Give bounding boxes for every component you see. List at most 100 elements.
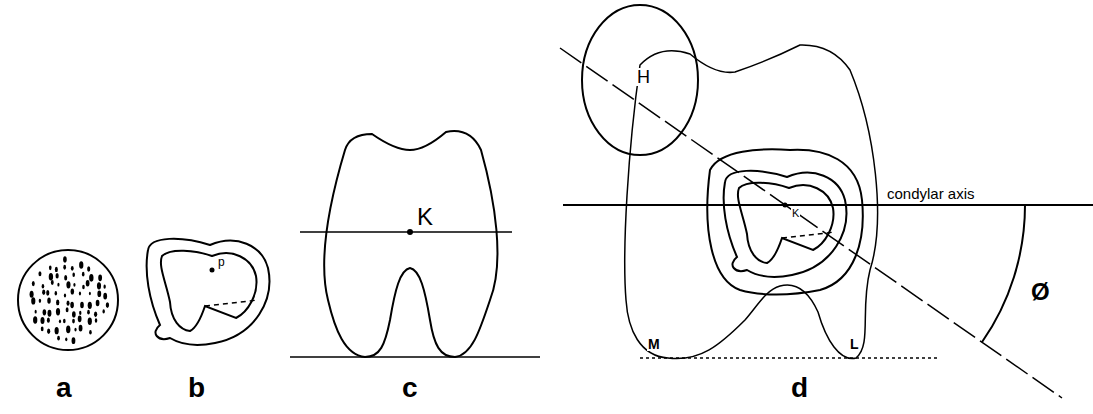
dot <box>55 291 58 295</box>
dot <box>103 293 107 300</box>
dot <box>47 318 50 323</box>
point-dot <box>783 203 788 208</box>
dot <box>47 328 50 334</box>
dot <box>67 301 70 306</box>
dot <box>57 283 59 287</box>
dot <box>106 302 109 308</box>
dot <box>56 308 60 315</box>
dot <box>79 292 81 296</box>
dot <box>79 261 83 269</box>
dot <box>66 326 70 334</box>
dot <box>32 281 35 286</box>
axis-label: condylar axis <box>886 186 976 201</box>
dot <box>33 316 37 323</box>
dot <box>64 293 66 297</box>
dot <box>42 284 45 289</box>
dot <box>80 302 84 308</box>
dot <box>79 325 83 332</box>
base-line <box>640 357 940 359</box>
femur-outline <box>625 45 878 359</box>
dot <box>41 326 44 331</box>
side-label: M <box>647 337 661 351</box>
section-circle <box>18 250 118 350</box>
point-label: H <box>636 68 651 86</box>
dot <box>72 273 75 277</box>
dot <box>49 266 52 271</box>
dot <box>82 285 85 290</box>
dot <box>87 310 90 315</box>
dot <box>89 274 93 282</box>
dot <box>79 311 81 315</box>
dot <box>98 274 102 281</box>
dot <box>31 297 35 304</box>
dot <box>66 281 70 288</box>
dot <box>96 300 100 307</box>
trabecular-dots <box>30 256 110 344</box>
dot <box>56 299 59 305</box>
dot <box>88 318 92 325</box>
dot <box>72 311 76 317</box>
axis-line <box>563 204 1093 206</box>
axis-line <box>300 231 512 233</box>
panel-letter: d <box>790 374 809 402</box>
dot <box>63 256 67 262</box>
dot <box>102 309 104 313</box>
dot <box>63 265 66 270</box>
side-label: L <box>849 337 860 351</box>
dot <box>70 302 74 308</box>
dot <box>71 266 74 271</box>
dot <box>87 266 90 271</box>
panel-letter: b <box>187 374 206 402</box>
dot <box>47 298 50 304</box>
dot <box>49 273 53 281</box>
dot <box>38 271 41 276</box>
dot <box>59 319 61 323</box>
dot <box>97 290 101 297</box>
dot <box>73 283 75 287</box>
condyle-section <box>724 171 847 277</box>
dot <box>72 337 76 344</box>
dot <box>47 310 51 317</box>
dot <box>55 327 59 334</box>
base-line <box>290 356 540 358</box>
dot <box>95 318 97 322</box>
point-label: K <box>791 208 800 219</box>
dot <box>89 292 91 295</box>
angle-label: Ø <box>1030 280 1051 304</box>
dot <box>88 302 92 309</box>
dot <box>78 315 82 322</box>
diagonal-line <box>560 48 1062 398</box>
dot <box>97 282 101 289</box>
point-dot <box>210 268 215 273</box>
dot <box>65 337 67 341</box>
dot <box>55 267 58 272</box>
dot <box>39 299 41 303</box>
point-label: K <box>416 205 434 229</box>
dot <box>63 319 66 323</box>
dot <box>56 273 59 279</box>
dot <box>64 275 67 280</box>
dot <box>35 310 37 314</box>
point-dot <box>407 229 413 235</box>
dot <box>40 317 44 324</box>
dot <box>42 289 45 295</box>
panel-letter: c <box>401 374 419 402</box>
point-label: p <box>217 256 226 268</box>
dot <box>94 311 97 317</box>
dot <box>30 291 34 298</box>
dot <box>89 330 92 335</box>
dot <box>74 328 76 332</box>
dot <box>57 336 60 341</box>
dot <box>46 290 49 296</box>
angle-arc <box>982 205 1025 342</box>
dot <box>51 280 54 285</box>
panel-letter: a <box>55 374 73 402</box>
condyle-contour <box>707 149 862 294</box>
dot <box>66 307 69 312</box>
dot <box>71 288 75 294</box>
dot <box>72 319 75 324</box>
dot <box>103 285 105 289</box>
dot <box>43 309 47 315</box>
